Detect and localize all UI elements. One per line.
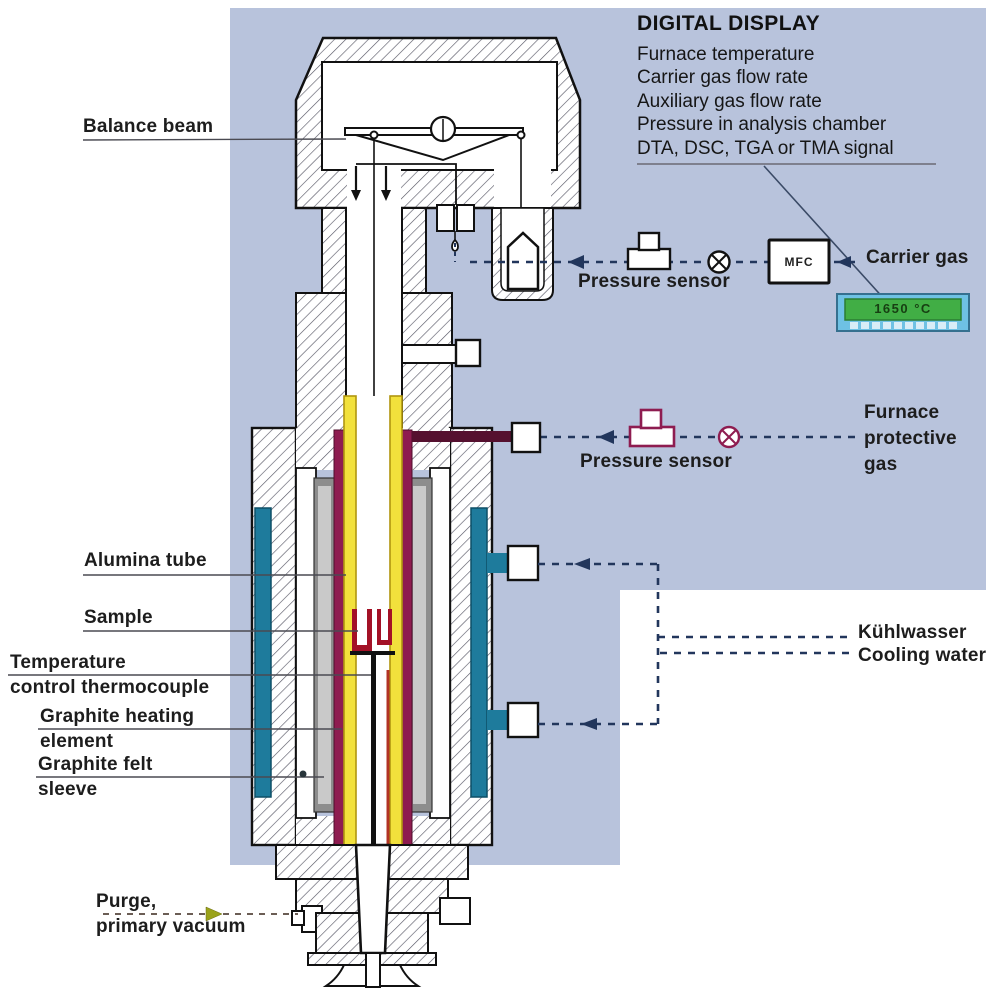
label-alumina-tube: Alumina tube: [84, 550, 207, 571]
label-purge-1: Purge,: [96, 891, 157, 912]
display-item: Auxiliary gas flow rate: [637, 90, 822, 112]
bottom-flange: [275, 843, 471, 988]
label-pressure-sensor-protective: Pressure sensor: [580, 451, 732, 472]
label-sample: Sample: [84, 607, 153, 628]
display-item: Pressure in analysis chamber: [637, 114, 887, 136]
mfc-box: [767, 238, 831, 285]
valve-protective-icon: [717, 425, 741, 449]
valve-carrier-icon: [707, 250, 731, 274]
digital-display-list: DIGITAL DISPLAY Furnace temperature Carr…: [637, 12, 894, 160]
display-item: Carrier gas flow rate: [637, 67, 809, 89]
label-purge-2: primary vacuum: [96, 916, 246, 937]
temperature-display: [836, 293, 970, 332]
display-item: DTA, DSC, TGA or TMA signal: [637, 137, 894, 159]
label-protective-gas-2: protective: [864, 428, 957, 449]
label-balance-beam: Balance beam: [83, 116, 214, 137]
label-carrier-gas: Carrier gas: [866, 247, 969, 268]
pressure-sensor-carrier-icon: [626, 231, 672, 271]
pressure-sensor-protective-icon: [628, 408, 676, 448]
label-heating-element-2: element: [40, 731, 114, 752]
label-cooling-water-de: Kühlwasser: [858, 622, 967, 643]
label-felt-sleeve-2: sleeve: [38, 779, 98, 800]
display-item: Furnace temperature: [637, 44, 815, 65]
leader-lines: [8, 138, 936, 778]
digital-display-title: DIGITAL DISPLAY: [637, 12, 820, 35]
label-thermocouple-2: control thermocouple: [10, 677, 210, 698]
side-port: [401, 338, 482, 368]
sample-crucibles: [350, 609, 395, 655]
label-protective-gas-1: Furnace: [864, 402, 940, 423]
counterweight: [491, 207, 554, 301]
flow-arrows: [205, 255, 851, 922]
label-pressure-sensor-carrier: Pressure sensor: [578, 271, 730, 292]
mfc-label: MFC: [784, 254, 814, 269]
protective-gas-connector: [510, 421, 542, 454]
label-felt-sleeve-1: Graphite felt: [38, 754, 153, 775]
display-readout: 1650 °C: [874, 301, 932, 316]
cooling-jacket: [254, 507, 540, 798]
label-thermocouple-1: Temperature: [10, 652, 126, 673]
graphite-heating-element: [333, 429, 514, 846]
label-cooling-water-en: Cooling water: [858, 645, 987, 666]
purge-arrow: [205, 906, 223, 922]
label-heating-element-1: Graphite heating: [40, 706, 195, 727]
label-protective-gas-3: gas: [864, 454, 898, 475]
